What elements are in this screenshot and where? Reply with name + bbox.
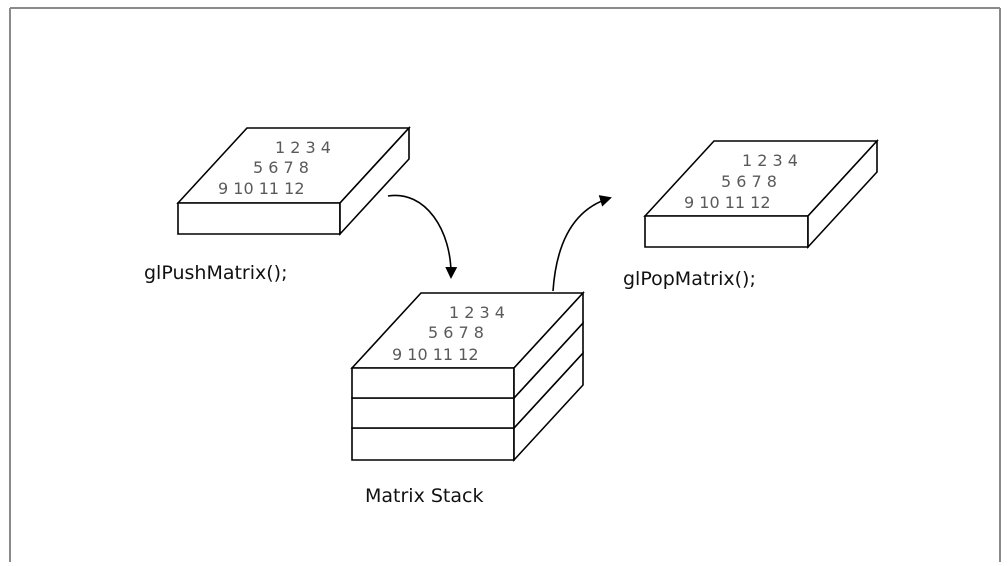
pop-matrix-row-3: 9 10 11 12 [684,193,771,212]
stack-row-2: 5 6 7 8 [428,323,484,342]
push-matrix-row-2: 5 6 7 8 [253,158,309,177]
figure-border [9,7,1001,562]
pop-matrix-slab [643,138,879,250]
pop-arrow [552,195,612,292]
stack-layer-3 [351,427,515,461]
stack-row-1: 1 2 3 4 [449,303,505,322]
matrix-stack-label: Matrix Stack [365,485,483,507]
push-matrix-values: 1 2 3 4 5 6 7 8 9 10 11 12 [218,138,331,198]
push-matrix-row-1: 1 2 3 4 [275,138,331,157]
pop-matrix-values: 1 2 3 4 5 6 7 8 9 10 11 12 [684,151,798,212]
push-matrix-row-3: 9 10 11 12 [218,179,305,198]
push-matrix-slab [176,125,411,237]
stack-layer-1 [351,367,515,399]
stack-row-3: 9 10 11 12 [392,345,479,364]
push-arrow [387,194,458,279]
stack-top-values: 1 2 3 4 5 6 7 8 9 10 11 12 [392,303,505,364]
pop-matrix-row-2: 5 6 7 8 [721,172,777,191]
pop-matrix-label: glPopMatrix(); [623,268,756,290]
stack-layer-2 [351,397,515,429]
pop-matrix-row-1: 1 2 3 4 [742,151,798,170]
push-matrix-label: glPushMatrix(); [144,262,288,284]
matrix-stack [350,290,585,463]
